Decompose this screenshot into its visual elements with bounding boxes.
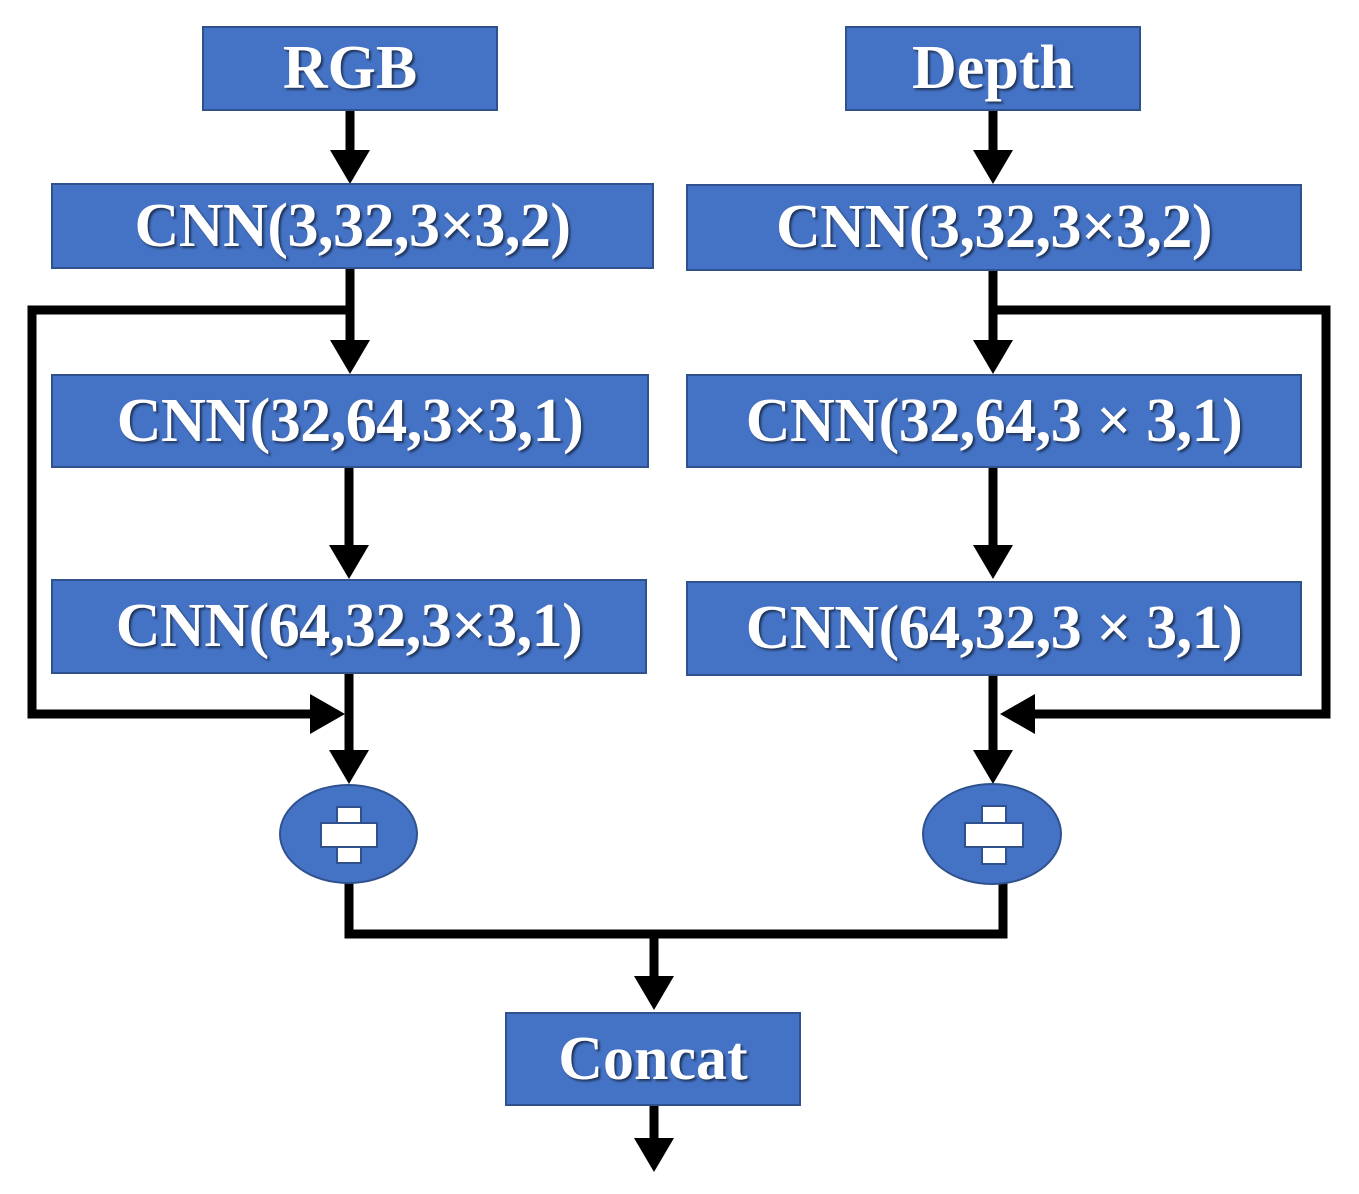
right-skip-arrowhead [1000,694,1035,734]
concat-output-box: Concat [505,1012,801,1106]
right-cnn-layer-1-label: CNN(3,32,3×3,2) [776,193,1212,261]
right-arrowhead-2 [973,340,1013,374]
right-cnn-layer-3-label: CNN(64,32,3 × 3,1) [745,594,1243,662]
depth-input-label: Depth [912,34,1074,102]
rgb-input-label: RGB [282,34,418,102]
rgb-input-box: RGB [202,26,498,111]
merge-connector [344,880,1008,939]
left-arrowhead-2 [330,340,370,374]
right-arrowhead-4 [973,750,1013,784]
right-skip-connection [993,305,1331,719]
right-cnn-layer-3: CNN(64,32,3 × 3,1) [686,581,1302,676]
left-cnn-layer-3: CNN(64,32,3×3,1) [51,579,647,674]
concat-out-arrowhead [634,1138,674,1172]
right-arrowhead-1 [973,150,1013,184]
right-add-node [922,783,1062,885]
left-arrowhead-1 [330,150,370,184]
left-cnn-layer-2: CNN(32,64,3×3,1) [51,374,649,468]
left-cnn-layer-3-label: CNN(64,32,3×3,1) [115,592,583,660]
concat-in-arrowhead [634,976,674,1010]
right-cnn-layer-2-label: CNN(32,64,3 × 3,1) [745,386,1243,455]
right-cnn-layer-2: CNN(32,64,3 × 3,1) [686,374,1302,468]
left-arrowhead-4 [329,750,369,784]
left-cnn-layer-2-label: CNN(32,64,3×3,1) [116,386,584,455]
left-skip-arrowhead [310,694,345,734]
right-cnn-layer-1: CNN(3,32,3×3,2) [686,184,1302,271]
left-add-node [279,784,418,884]
left-cnn-layer-1-label: CNN(3,32,3×3,2) [134,191,571,260]
right-arrowhead-3 [973,545,1013,579]
left-skip-connection [27,305,350,719]
left-cnn-layer-1: CNN(3,32,3×3,2) [51,183,654,269]
concat-output-label: Concat [558,1024,748,1093]
depth-input-box: Depth [845,26,1141,111]
left-arrowhead-3 [329,545,369,579]
